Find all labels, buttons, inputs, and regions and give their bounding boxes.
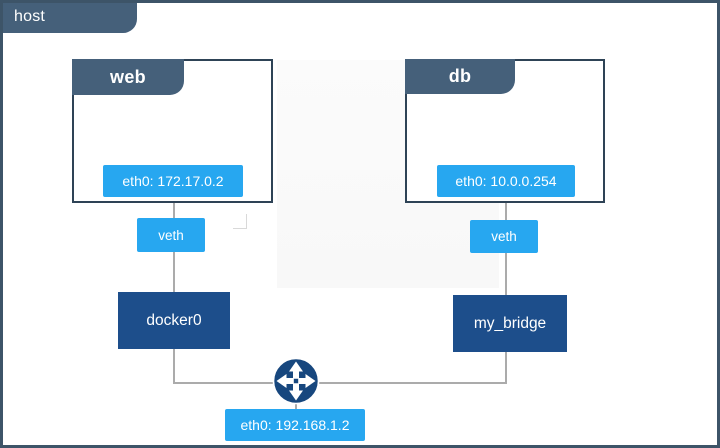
docker0-text: docker0 (146, 311, 202, 329)
db-veth-text: veth (491, 229, 517, 244)
container-db-tab: db (405, 59, 515, 94)
connector-host-horizontal (173, 382, 507, 384)
container-db-title: db (448, 66, 472, 86)
host-label: host (14, 7, 46, 25)
connector-web-to-veth (173, 203, 175, 218)
my-bridge-node: my_bridge (453, 295, 567, 352)
container-web-tab: web (72, 59, 184, 95)
my-bridge-text: my_bridge (473, 314, 547, 332)
connector-router-to-eth (295, 402, 297, 410)
web-eth0-text: eth0: 172.17.0.2 (122, 173, 224, 189)
host-eth0-label: eth0: 192.168.1.2 (225, 409, 365, 441)
db-veth-node: veth (470, 220, 538, 253)
db-eth0-label: eth0: 10.0.0.254 (437, 165, 575, 197)
connector-docker0-to-hostline (173, 349, 175, 383)
container-web-title: web (110, 66, 146, 87)
docker0-bridge-node: docker0 (118, 292, 230, 349)
stray-corner-mark (233, 214, 247, 229)
host-tab: host (3, 3, 137, 33)
connector-veth-to-docker0 (173, 252, 175, 292)
db-eth0-text: eth0: 10.0.0.254 (455, 173, 557, 189)
host-eth0-text: eth0: 192.168.1.2 (240, 417, 350, 433)
connector-veth-to-mybridge (505, 253, 507, 295)
connector-db-to-veth (505, 203, 507, 220)
crossed-arrows-router-icon (272, 357, 320, 405)
web-veth-text: veth (158, 227, 184, 243)
web-eth0-label: eth0: 172.17.0.2 (103, 165, 243, 197)
connector-mybridge-to-hostline (505, 352, 507, 383)
web-veth-node: veth (137, 218, 205, 252)
